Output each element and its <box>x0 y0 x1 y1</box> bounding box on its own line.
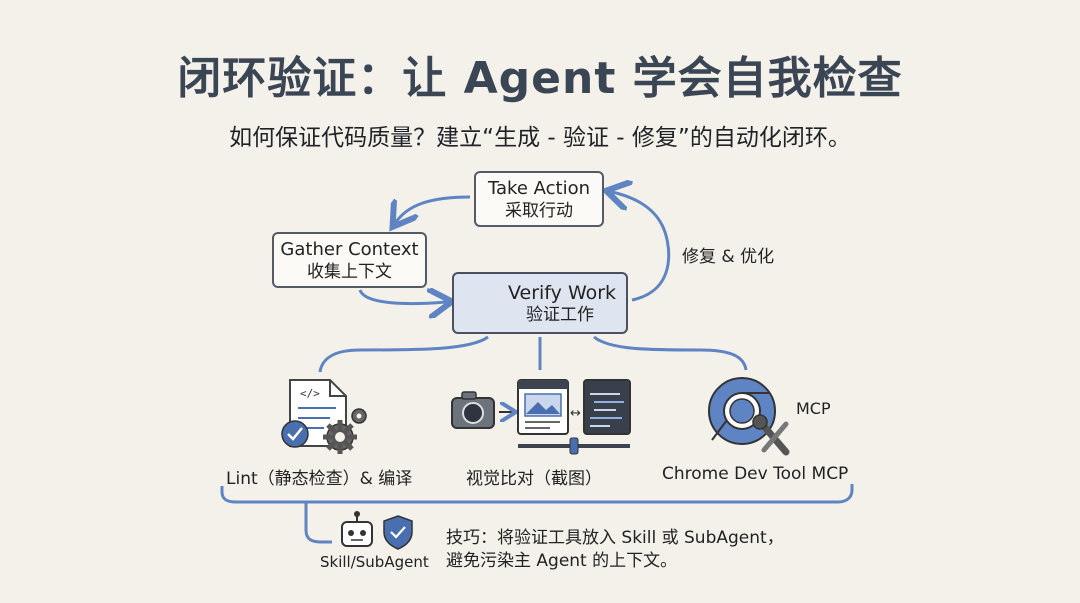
connector-verify-lint <box>318 335 489 373</box>
node-take-action-en: Take Action <box>488 178 590 199</box>
tip-line-1: 技巧：将验证工具放入 Skill 或 SubAgent， <box>446 528 784 548</box>
node-verify-work: Verify Work 验证工作 <box>452 272 628 334</box>
arrow-context-to-verify <box>358 290 446 304</box>
tool-chrome-label: Chrome Dev Tool MCP <box>662 464 849 484</box>
gear-icon <box>323 408 367 454</box>
page-subtitle: 如何保证代码质量？建立“生成 - 验证 - 修复”的自动化闭环。 <box>229 125 851 151</box>
node-verify-work-en: Verify Work <box>508 282 617 304</box>
page-title: 闭环验证：让 Agent 学会自我检查 <box>177 53 903 104</box>
skill-subagent-label: Skill/SubAgent <box>320 553 429 571</box>
image-window-icon <box>517 379 569 435</box>
node-take-action-zh: 采取行动 <box>505 201 573 221</box>
node-verify-work-zh: 验证工作 <box>526 305 594 325</box>
check-circle-icon <box>281 420 309 448</box>
tools-bracket <box>220 484 854 504</box>
chrome-icon <box>708 377 776 445</box>
wrench-icon <box>752 414 790 456</box>
tool-lint-label: Lint（静态检查）& 编译 <box>226 469 413 489</box>
loop-label: 修复 & 优化 <box>682 247 775 267</box>
svg-text:↔: ↔ <box>570 406 581 421</box>
shield-check-icon <box>383 515 413 550</box>
robot-icon <box>341 511 373 547</box>
bracket-to-skill <box>304 503 332 544</box>
node-gather-context: Gather Context 收集上下文 <box>272 232 427 288</box>
connector-verify-chrome <box>593 335 748 371</box>
node-gather-context-zh: 收集上下文 <box>307 262 392 282</box>
camera-icon <box>451 391 495 429</box>
arrow-action-to-context <box>396 195 471 222</box>
mcp-badge: MCP <box>796 399 831 418</box>
node-gather-context-en: Gather Context <box>280 239 419 260</box>
tip-line-2: 避免污染主 Agent 的上下文。 <box>446 551 678 571</box>
arrow-verify-to-action <box>612 192 671 302</box>
code-window-icon <box>583 379 631 435</box>
node-take-action: Take Action 采取行动 <box>474 171 604 227</box>
slider-icon <box>518 437 630 455</box>
svg-text:</>: </> <box>300 387 320 400</box>
tool-visual-label: 视觉比对（截图） <box>466 469 602 489</box>
